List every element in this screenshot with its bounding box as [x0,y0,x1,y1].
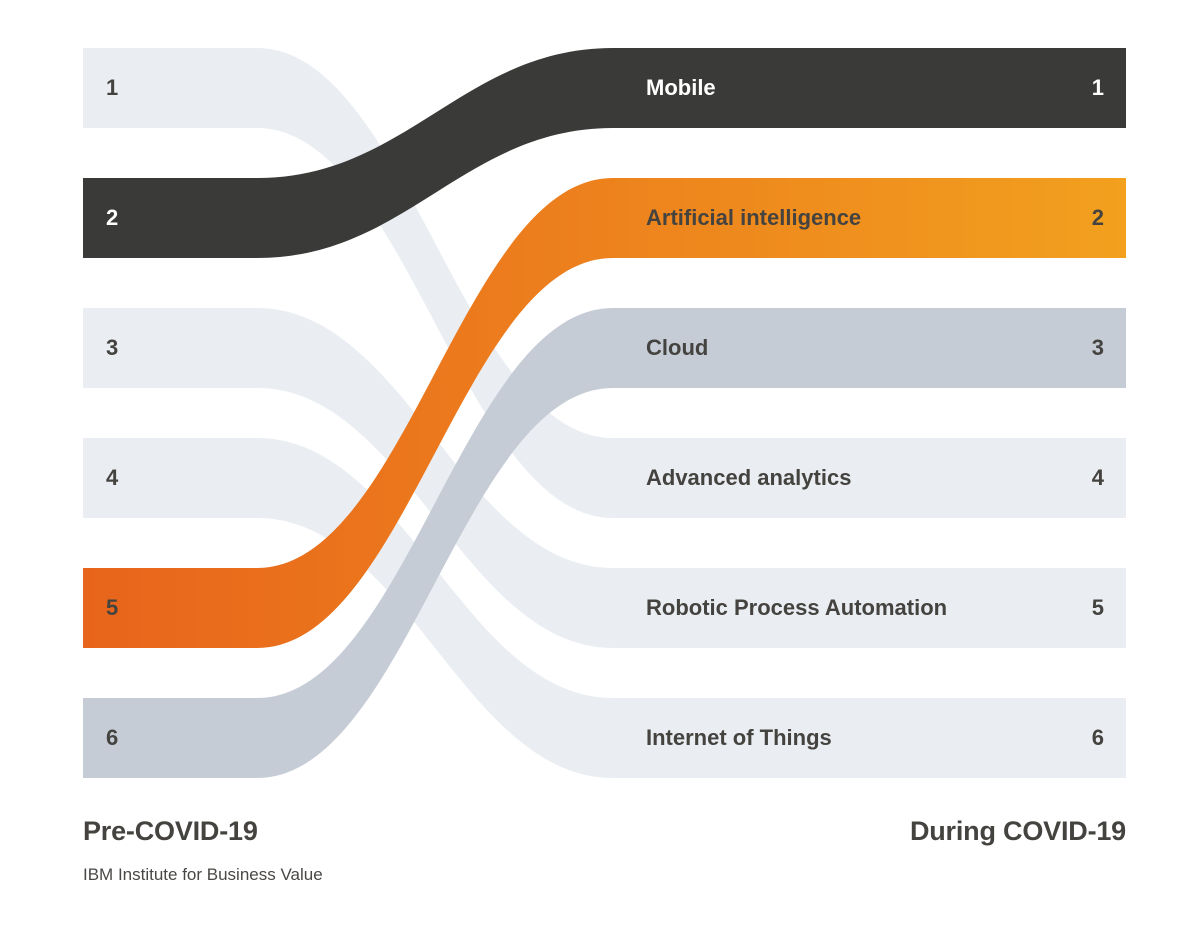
left-rank-6: 6 [106,725,118,750]
right-rank-5: 5 [1092,595,1104,620]
left-rank-4: 4 [106,465,119,490]
left-axis-title: Pre-COVID-19 [83,816,258,846]
footer-right: During COVID-19 [910,816,1126,847]
right-rank-6: 6 [1092,725,1104,750]
right-rank-2: 2 [1092,205,1104,230]
ribbon-robotic-process-automation[interactable] [83,308,1126,648]
right-rank-3: 3 [1092,335,1104,360]
right-rank-1: 1 [1092,75,1104,100]
left-rank-3: 3 [106,335,118,360]
left-rank-5: 5 [106,595,118,620]
right-rank-4: 4 [1092,465,1105,490]
footer-left: Pre-COVID-19 IBM Institute for Business … [83,816,323,885]
right-axis-title: During COVID-19 [909,816,1126,846]
ribbon-mobile[interactable] [83,48,1126,258]
bar-label-internet-of-things: Internet of Things [646,725,832,750]
source-note: IBM Institute for Business Value [83,865,323,884]
left-rank-2: 2 [106,205,118,230]
left-rank-1: 1 [106,75,118,100]
bar-label-advanced-analytics: Advanced analytics [646,465,851,490]
ribbon-artificial-intelligence[interactable] [83,178,1126,648]
bar-label-mobile: Mobile [646,75,716,100]
bar-label-cloud: Cloud [646,335,708,360]
ribbon-group [83,48,1126,778]
bar-label-artificial-intelligence: Artificial intelligence [646,205,861,230]
ribbon-cloud[interactable] [83,308,1126,778]
chart-footer: Pre-COVID-19 IBM Institute for Business … [0,800,1200,950]
bar-label-robotic-process-automation: Robotic Process Automation [646,595,947,620]
